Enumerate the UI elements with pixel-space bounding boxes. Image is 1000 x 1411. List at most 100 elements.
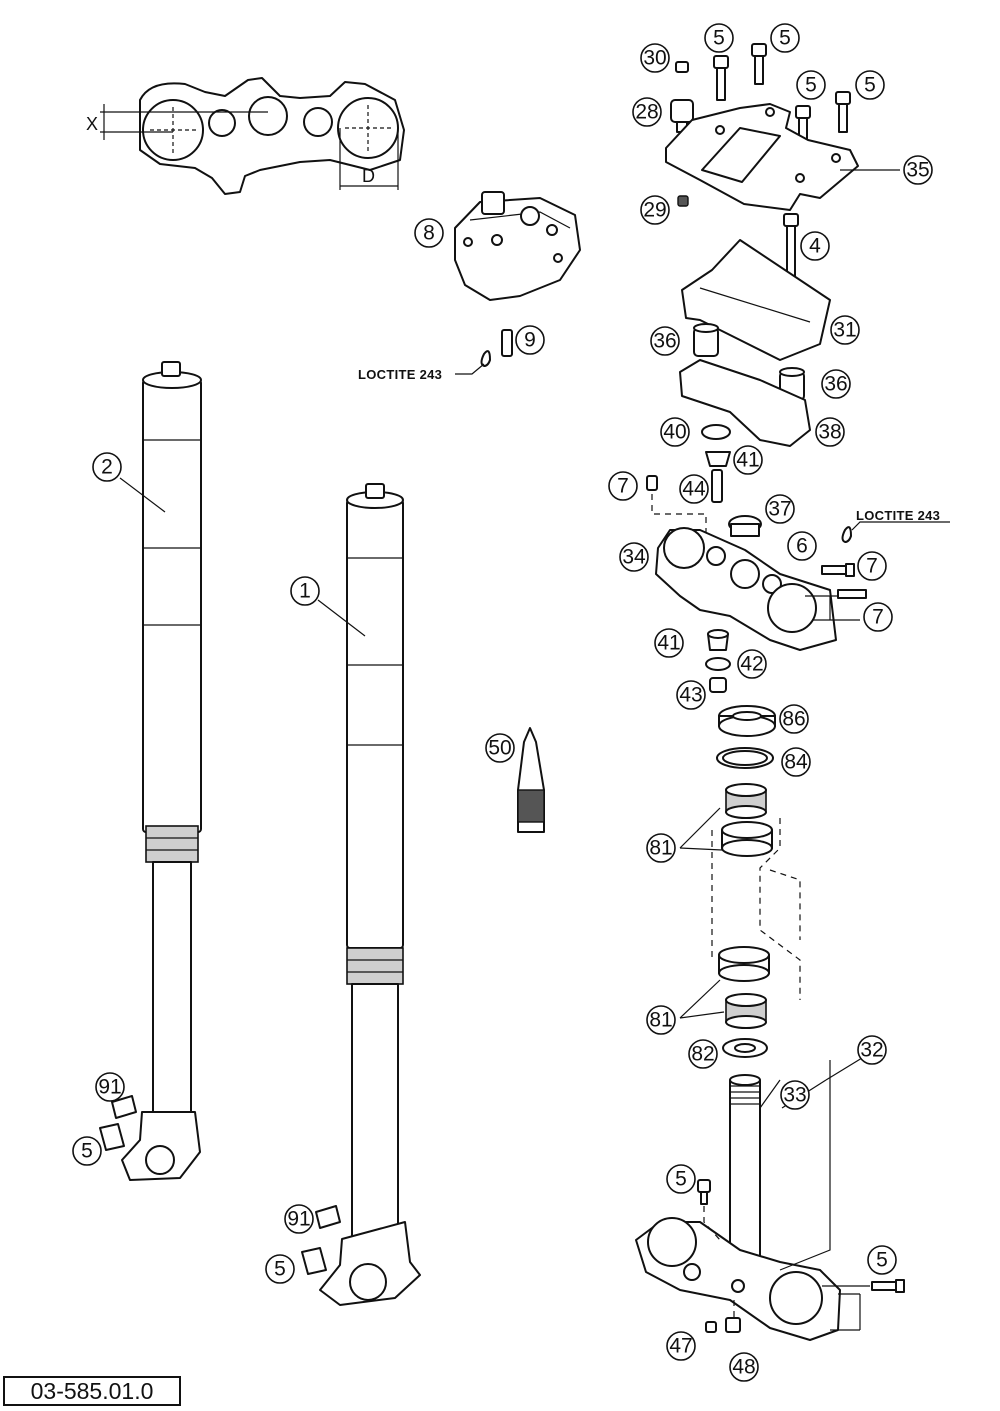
svg-text:5: 5 <box>805 74 817 97</box>
part-7-screw-top <box>646 475 707 540</box>
callout-7: 7 <box>863 602 893 632</box>
part-5-bolts-top <box>713 43 851 147</box>
svg-text:34: 34 <box>622 546 646 569</box>
svg-text:5: 5 <box>81 1140 93 1163</box>
callout-8: 8 <box>414 218 444 248</box>
callout-30: 30 <box>640 43 670 73</box>
svg-text:5: 5 <box>675 1168 687 1191</box>
svg-text:32: 32 <box>860 1039 883 1062</box>
svg-text:7: 7 <box>866 555 878 578</box>
callout-5: 5 <box>72 1136 102 1166</box>
svg-text:38: 38 <box>818 421 841 444</box>
part-44-pin <box>711 469 723 503</box>
callout-35: 35 <box>903 155 933 185</box>
svg-text:41: 41 <box>657 632 680 655</box>
callout-91: 91 <box>95 1072 125 1102</box>
callout-2: 2 <box>92 452 122 482</box>
callout-82: 82 <box>688 1039 718 1069</box>
svg-text:1: 1 <box>299 580 311 603</box>
callout-47: 47 <box>666 1331 696 1361</box>
svg-text:48: 48 <box>732 1356 755 1379</box>
callout-81: 81 <box>646 833 676 863</box>
svg-text:28: 28 <box>635 101 658 124</box>
svg-text:36: 36 <box>824 373 847 396</box>
svg-text:40: 40 <box>663 421 686 444</box>
svg-text:81: 81 <box>649 1009 672 1032</box>
callout-86: 86 <box>779 704 809 734</box>
svg-text:50: 50 <box>488 737 511 760</box>
svg-text:5: 5 <box>713 27 725 50</box>
part-81-bearing-lower <box>679 946 770 1029</box>
callout-43: 43 <box>676 680 706 710</box>
svg-text:29: 29 <box>643 199 666 222</box>
frame-head-tube <box>711 818 801 1000</box>
callout-9: 9 <box>515 325 545 355</box>
part-31-bracket <box>681 239 831 361</box>
part-28-spacer <box>670 99 694 133</box>
part-1-fork-leg <box>301 483 421 1306</box>
part-38-mount-plate <box>679 359 811 447</box>
svg-text:84: 84 <box>784 751 808 774</box>
callout-4: 4 <box>800 231 830 261</box>
svg-text:44: 44 <box>682 478 706 501</box>
svg-text:42: 42 <box>740 653 763 676</box>
callout-5: 5 <box>867 1245 897 1275</box>
svg-text:47: 47 <box>669 1335 692 1358</box>
svg-text:41: 41 <box>736 449 759 472</box>
loctite-note-right: LOCTITE 243 <box>856 508 940 523</box>
callout-29: 29 <box>640 195 670 225</box>
callout-41: 41 <box>733 445 763 475</box>
callout-7: 7 <box>857 551 887 581</box>
svg-text:35: 35 <box>906 159 929 182</box>
callout-36: 36 <box>650 326 680 356</box>
callout-38: 38 <box>815 417 845 447</box>
svg-text:5: 5 <box>274 1258 286 1281</box>
part-29-nut <box>677 195 689 207</box>
svg-text:31: 31 <box>833 319 856 342</box>
part-8-cartridge-head <box>454 191 581 301</box>
callout-5: 5 <box>796 70 826 100</box>
part-2-fork-leg <box>99 361 202 1181</box>
part-82-seal <box>722 1038 768 1058</box>
callout-41: 41 <box>654 628 684 658</box>
callout-5: 5 <box>666 1164 696 1194</box>
dimension-d-label: D <box>362 166 375 186</box>
loctite-note-left: LOCTITE 243 <box>358 367 442 382</box>
callout-40: 40 <box>660 417 690 447</box>
callout-1: 1 <box>290 576 320 606</box>
part-84-ring <box>716 747 774 769</box>
callout-28: 28 <box>632 97 662 127</box>
callout-32: 32 <box>857 1035 887 1065</box>
callout-34: 34 <box>619 542 649 572</box>
svg-text:7: 7 <box>617 475 629 498</box>
callout-7: 7 <box>608 471 638 501</box>
callout-36: 36 <box>821 369 851 399</box>
callout-81: 81 <box>646 1005 676 1035</box>
svg-text:8: 8 <box>423 222 435 245</box>
svg-text:36: 36 <box>653 330 676 353</box>
svg-text:5: 5 <box>876 1249 888 1272</box>
svg-text:33: 33 <box>783 1084 806 1107</box>
svg-text:91: 91 <box>287 1208 310 1231</box>
part-32-lower-triple-clamp <box>635 1060 905 1341</box>
parts-47-48 <box>705 1300 741 1333</box>
svg-text:5: 5 <box>779 27 791 50</box>
part-6-screw-and-7: LOCTITE 243 <box>821 508 950 599</box>
callout-5: 5 <box>770 23 800 53</box>
callout-37: 37 <box>765 494 795 524</box>
svg-text:7: 7 <box>872 606 884 629</box>
part-33-steering-stem <box>729 1074 761 1261</box>
svg-text:4: 4 <box>809 235 821 258</box>
part-9-pin: LOCTITE 243 <box>358 329 513 382</box>
svg-text:43: 43 <box>679 684 702 707</box>
svg-text:81: 81 <box>649 837 672 860</box>
svg-text:6: 6 <box>796 535 808 558</box>
parts-41-42-43 <box>705 629 731 693</box>
callout-91: 91 <box>284 1204 314 1234</box>
callout-50: 50 <box>485 733 515 763</box>
callout-44: 44 <box>679 474 709 504</box>
part-81-bearing-upper <box>679 783 773 857</box>
document-number: 03-585.01.0 <box>3 1376 181 1406</box>
